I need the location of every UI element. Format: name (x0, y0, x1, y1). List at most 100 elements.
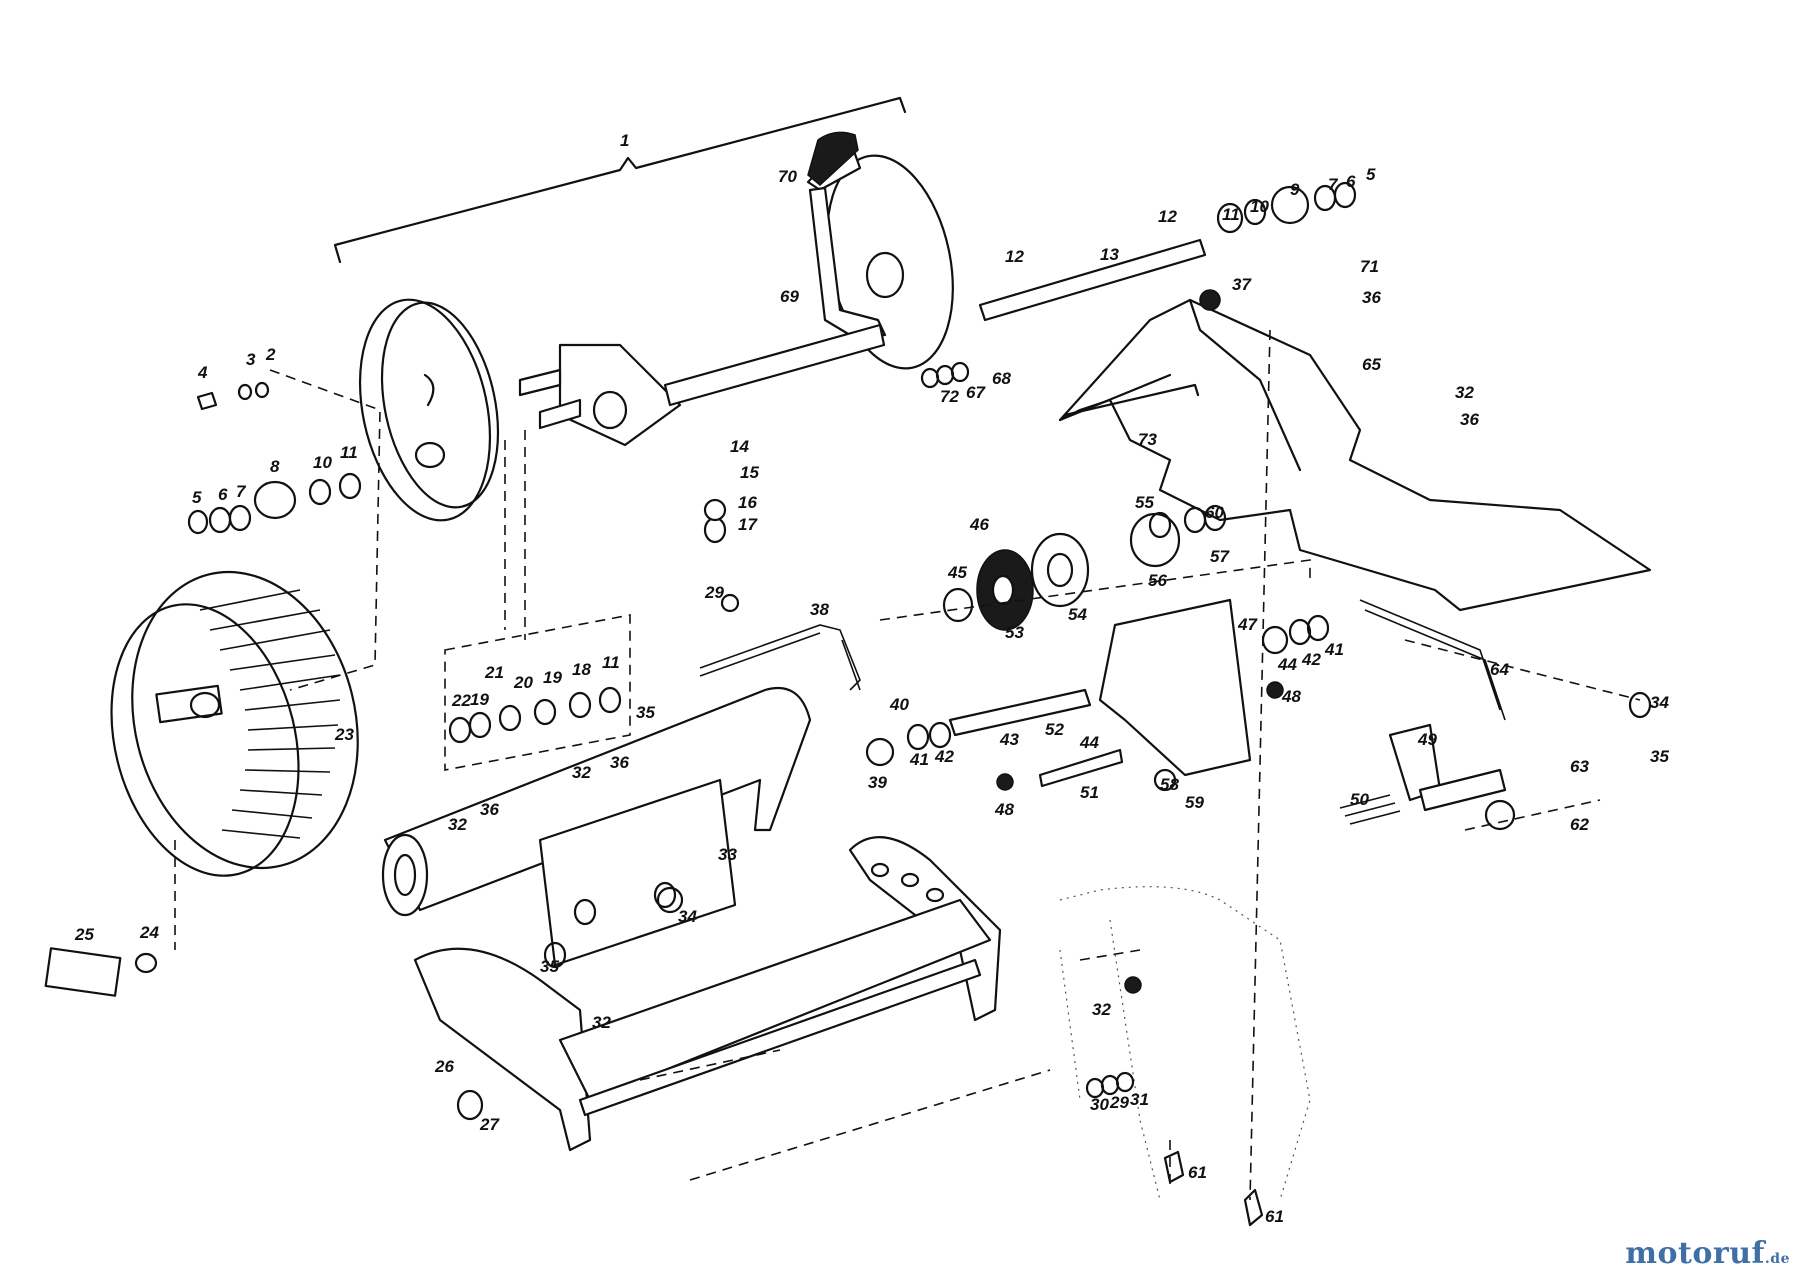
bolt-short (1163, 1150, 1185, 1184)
sprocket-left (865, 737, 895, 767)
mounting-plate (538, 778, 737, 967)
callout-44: 43 (999, 730, 1019, 749)
callout-10: 10 (313, 453, 332, 472)
callout-12b: 12 (1158, 207, 1177, 226)
drive-wheel-tyre (110, 570, 359, 877)
callout-27: 27 (479, 1115, 500, 1134)
callout-6: 6 (218, 485, 228, 504)
callout-73: 73 (1138, 430, 1157, 449)
roller-chain (699, 624, 861, 691)
callout-24: 24 (139, 923, 159, 942)
drive-shaft (948, 688, 1092, 737)
callout-38: 37 (1232, 275, 1252, 294)
callout-49a: 48 (1281, 687, 1301, 706)
callout-36d: 36 (480, 800, 499, 819)
callout-7b: 7 (1328, 175, 1339, 194)
callout-1: 1 (620, 131, 629, 150)
callout-14: 14 (730, 437, 749, 456)
callout-69: 69 (780, 287, 799, 306)
callout-34b: 34 (678, 907, 697, 926)
callout-58: 57 (1210, 547, 1230, 566)
callout-43a: 42 (1301, 650, 1321, 669)
callout-32b: 32 (572, 763, 591, 782)
cutting-spike (1063, 383, 1200, 417)
callout-59: 58 (1160, 775, 1179, 794)
callout-63: 62 (1570, 815, 1589, 834)
callout-13: 13 (1100, 245, 1119, 264)
callout-43b: 42 (934, 747, 954, 766)
bolt-long (1243, 1188, 1264, 1227)
callout-70: 70 (778, 167, 797, 186)
hardware-pieces (187, 181, 1652, 1121)
callout-32c: 32 (448, 815, 467, 834)
callout-30b: 29 (1109, 1093, 1129, 1112)
callout-60: 59 (1185, 793, 1204, 812)
callout-45a: 44 (1277, 655, 1297, 674)
assembly-guide-lines (174, 329, 1641, 1201)
callout-22: 22 (451, 691, 471, 710)
watermark-tld: .de (1764, 1251, 1790, 1267)
callout-54: 53 (1005, 623, 1024, 642)
callout-37: 35 (636, 703, 655, 722)
watermark-name: motoruf (1625, 1236, 1765, 1271)
callout-11c: 11 (602, 653, 620, 672)
callout-65: 64 (1490, 660, 1509, 679)
callout-12a: 12 (1005, 247, 1024, 266)
callout-47: 46 (969, 515, 989, 534)
gear-housing (1058, 298, 1652, 612)
callout-48: 47 (1237, 615, 1258, 634)
callout-25: 25 (74, 925, 94, 944)
callout-10b: 10 (1250, 197, 1269, 216)
main-axle (518, 323, 886, 447)
callout-11b: 11 (1222, 205, 1240, 224)
callout-53: 52 (1045, 720, 1064, 739)
axle-rod (978, 238, 1207, 322)
pin-shaft (1038, 748, 1124, 788)
hardware-group-box (444, 614, 631, 771)
callout-61: 60 (1205, 503, 1224, 522)
callout-4: 4 (197, 363, 208, 382)
callout-35: 35 (540, 957, 559, 976)
callout-55: 54 (1068, 605, 1087, 624)
gearbox-bracket (1098, 598, 1252, 777)
callout-52: 51 (1080, 783, 1099, 802)
callout-36c: 36 (610, 753, 629, 772)
callout-31: 31 (1130, 1090, 1149, 1109)
callout-23: 23 (334, 725, 354, 744)
callout-6b: 6 (1346, 172, 1356, 191)
callout-8: 8 (270, 457, 280, 476)
callout-32d: 32 (592, 1013, 611, 1032)
callout-49b: 48 (994, 800, 1014, 819)
callout-67: 67 (966, 383, 986, 402)
callout-11: 11 (340, 443, 358, 462)
callout-21: 21 (484, 663, 504, 682)
callout-2: 2 (265, 345, 276, 364)
callout-32e: 32 (1092, 1000, 1111, 1019)
callout-7: 7 (236, 482, 247, 501)
callout-36a: 36 (1362, 288, 1381, 307)
gear-set (942, 512, 1181, 631)
callout-33: 33 (718, 845, 737, 864)
callout-18: 18 (572, 660, 591, 679)
callout-26: 26 (434, 1057, 454, 1076)
callout-46: 45 (947, 563, 967, 582)
callout-39: 38 (810, 600, 829, 619)
mower-body-outline (1059, 886, 1311, 1201)
callout-72: 72 (940, 387, 959, 406)
callout-40: 39 (868, 773, 887, 792)
callout-5: 5 (192, 488, 202, 507)
callout-3: 3 (246, 350, 256, 369)
callout-30: 29 (704, 583, 724, 602)
callout-5b: 5 (1366, 165, 1376, 184)
callout-20: 20 (513, 673, 533, 692)
left-wheel-disc (358, 298, 500, 522)
callout-32a: 32 (1455, 383, 1474, 402)
drive-chain (1359, 599, 1506, 721)
cover-plate (44, 947, 158, 997)
callout-62a: 61 (1188, 1163, 1207, 1182)
callout-19b: 19 (470, 690, 489, 709)
roller-tube (381, 686, 812, 917)
callout-42b: 41 (909, 750, 929, 769)
callout-16: 16 (738, 493, 757, 512)
